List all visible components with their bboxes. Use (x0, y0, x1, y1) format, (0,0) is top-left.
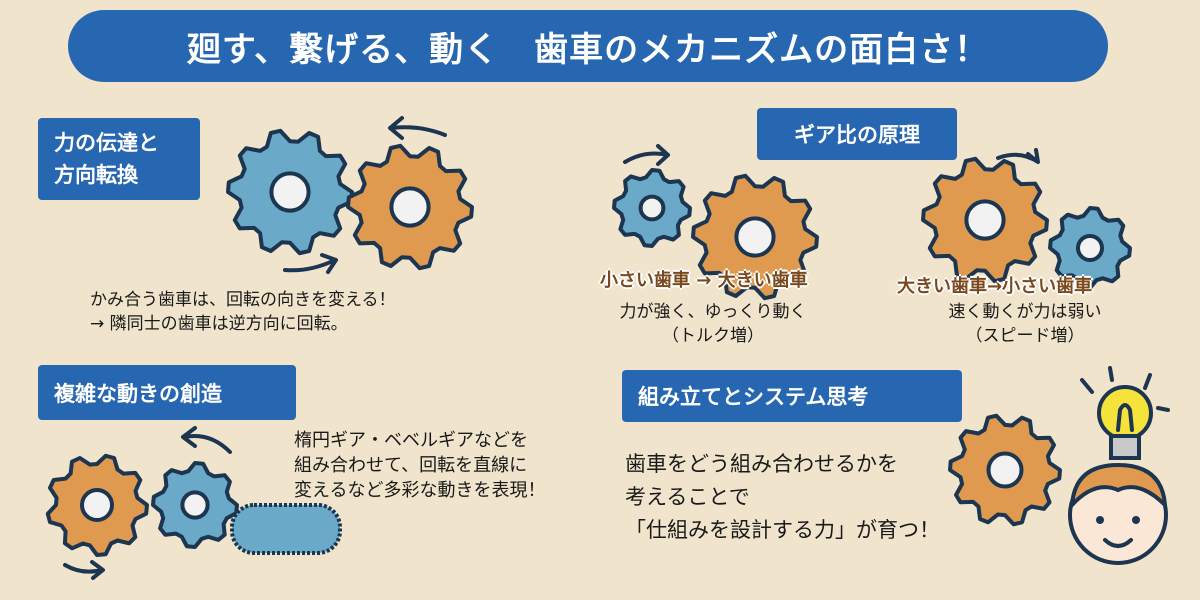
ratio-left-caption: 小さい歯車 → 大きい歯車 (600, 270, 808, 291)
transmission-text: かみ合う歯車は、回転の向きを変える！ → 隣同士の歯車は逆方向に回転。 (90, 288, 396, 336)
lightbulb-base-icon (1109, 434, 1141, 460)
rotation-arrow-icon (63, 560, 105, 580)
text-line: 考えることで (625, 485, 750, 509)
light-rays-icon (1080, 366, 1170, 412)
gear-icon-hub (180, 490, 210, 520)
rack-gear-icon (230, 503, 342, 555)
small-gear-icon-hub (638, 194, 666, 222)
text-line: （スピード増） (965, 326, 1085, 346)
eye-icon (1096, 516, 1104, 524)
person-hair-icon (1069, 462, 1168, 511)
text-line: （トルク増） (662, 326, 764, 346)
gear-icon-hub (986, 451, 1024, 489)
complex-label: 複雑な動きの創造 (38, 365, 296, 420)
complex-text: 楕円ギア・ベベルギアなどを 組み合わせて、回転を直線に 変えるなど多彩な動きを表… (294, 428, 545, 503)
system-label: 組み立てとシステム思考 (622, 370, 962, 422)
text-line: 楕円ギア・ベベルギアなどを (294, 430, 528, 451)
eye-icon (1132, 516, 1140, 524)
text-line: 組み合わせて、回転を直線に (294, 455, 528, 476)
text-line: 速く動くが力は弱い (948, 302, 1102, 322)
rotation-arrow-icon (623, 144, 670, 166)
ratio-right-caption: 大きい歯車→小さい歯車 (897, 276, 1093, 297)
smile-icon (1103, 538, 1133, 548)
text-line: 歯車をどう組み合わせるかを (625, 452, 898, 476)
gear-icon-hub (389, 186, 431, 228)
gear-icon-hub (80, 488, 114, 522)
label-line: 方向転換 (54, 163, 138, 187)
ratio-right-text: 速く動くが力は弱い （スピード増） (925, 300, 1125, 348)
filament-icon (1116, 403, 1134, 432)
transmission-label: 力の伝達と 方向転換 (38, 118, 200, 200)
text-line: 変えるなど多彩な動きを表現！ (294, 480, 546, 501)
system-text: 歯車をどう組み合わせるかを 考えることで 「仕組みを設計する力」が育つ！ (625, 448, 940, 547)
large-gear-icon-hub (964, 199, 1006, 241)
lightbulb-icon (1097, 385, 1153, 441)
rotation-arrow-icon (996, 148, 1040, 164)
text-line: 力が強く、ゆっくり動く (619, 302, 807, 322)
large-gear-icon-hub (734, 216, 776, 258)
small-gear-icon-hub (1076, 234, 1104, 262)
text-line: → 隣同士の歯車は逆方向に回転。 (90, 314, 348, 334)
label-line: 力の伝達と (54, 131, 159, 155)
rotation-arrow-icon (181, 426, 232, 454)
page-title: 廻す、繋げる、動く 歯車のメカニズムの面白さ！ (68, 10, 1108, 82)
ratio-label: ギア比の原理 (757, 108, 957, 160)
text-line: かみ合う歯車は、回転の向きを変える！ (90, 290, 396, 310)
gear-icon-hub (269, 171, 311, 213)
rotation-arrow-icon (283, 253, 338, 274)
text-line: 「仕組みを設計する力」が育つ！ (625, 518, 940, 542)
ratio-left-text: 力が強く、ゆっくり動く （トルク増） (608, 300, 818, 348)
rotation-arrow-icon (388, 116, 447, 140)
